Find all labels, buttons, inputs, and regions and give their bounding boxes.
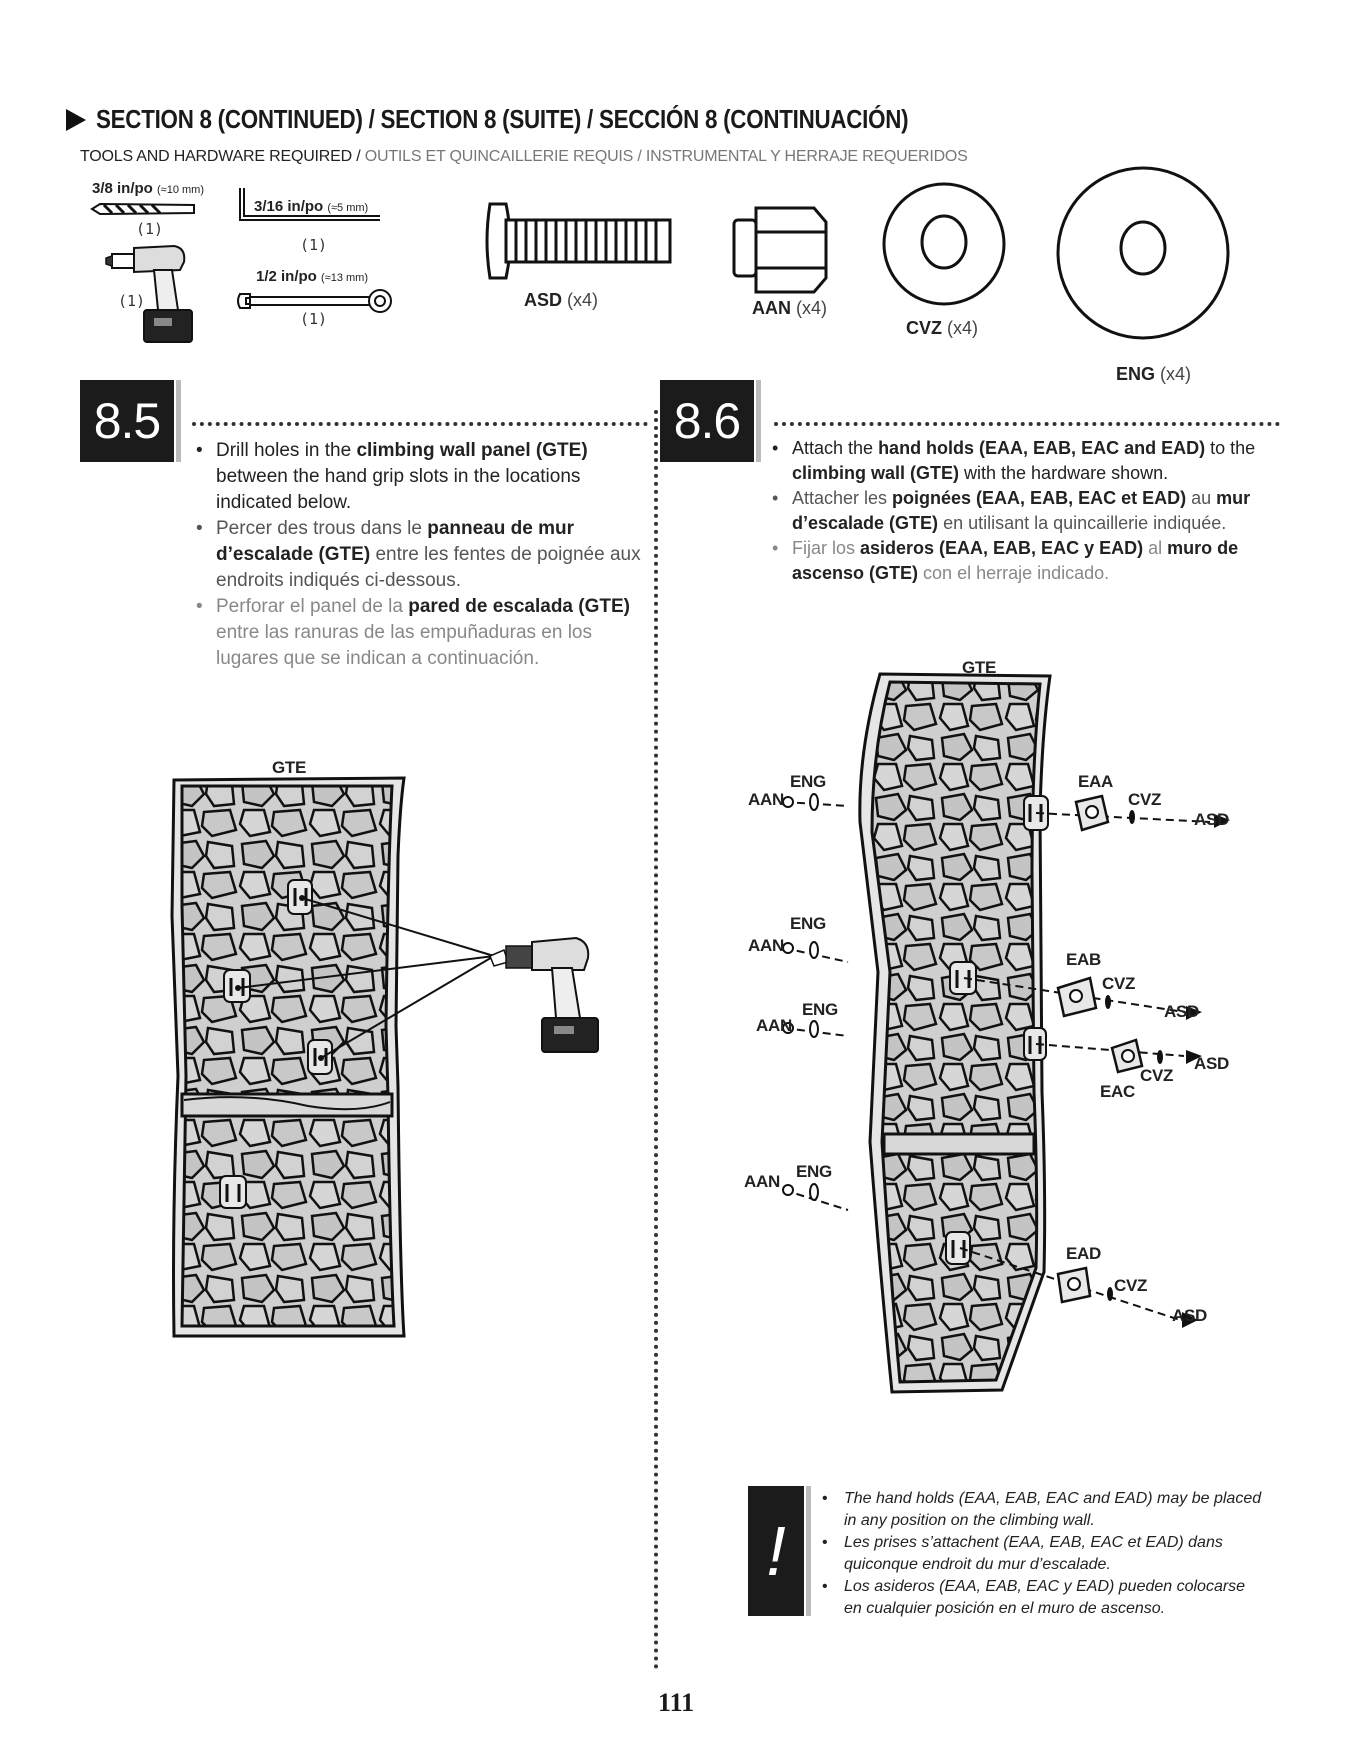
subtitle-fr: OUTILS ET QUINCAILLERIE REQUIS / (360, 148, 641, 165)
cvz-label-1: CVZ (1128, 790, 1161, 810)
aan-label: AAN (x4) (752, 298, 827, 319)
asd-label-2: ASD (1164, 1002, 1199, 1022)
triangle-icon (66, 109, 86, 131)
step-8-6-divider (774, 422, 1280, 426)
asd-label-3: ASD (1194, 1054, 1229, 1074)
wrench-size: 1/2 in/po (≈13 mm) (256, 268, 368, 285)
ead-label: EAD (1066, 1244, 1101, 1264)
step-8-5-instructions: Drill holes in the climbing wall panel (… (196, 438, 652, 672)
bolt-asd-icon (484, 198, 674, 284)
asd-label: ASD (x4) (524, 290, 598, 311)
gte-label-85: GTE (272, 758, 306, 778)
eng-label-4: ENG (796, 1162, 832, 1182)
washer-cvz-icon (880, 180, 1008, 308)
page-number: 111 (658, 1688, 694, 1718)
eab-label: EAB (1066, 950, 1101, 970)
cvz-label: CVZ (x4) (906, 318, 978, 339)
column-divider (654, 410, 658, 1670)
note-list: The hand holds (EAA, EAB, EAC and EAD) m… (822, 1488, 1262, 1620)
eaa-label: EAA (1078, 772, 1113, 792)
step-8-6-en: Attach the hand holds (EAA, EAB, EAC and… (772, 436, 1272, 486)
step-8-5-divider (192, 422, 648, 426)
aan-label-1: AAN (748, 790, 784, 810)
note-en: The hand holds (EAA, EAB, EAC and EAD) m… (822, 1488, 1262, 1532)
step-8-5-en: Drill holes in the climbing wall panel (… (196, 438, 652, 516)
drill-qty: (1) (118, 292, 145, 310)
eng-label: ENG (x4) (1116, 364, 1191, 385)
step-8-5-fr: Percer des trous dans le panneau de mur … (196, 516, 652, 594)
drill-bit-qty: (1) (136, 220, 163, 238)
wrench-qty: (1) (300, 310, 327, 328)
eng-label-2: ENG (790, 914, 826, 934)
section-title-row: SECTION 8 (CONTINUED) / SECTION 8 (SUITE… (66, 104, 1041, 135)
subtitle-en: TOOLS AND HARDWARE REQUIRED / (80, 148, 360, 165)
aan-label-4: AAN (744, 1172, 780, 1192)
note-fr: Les prises s’attachent (EAA, EAB, EAC et… (822, 1532, 1262, 1576)
step-8-6-fr: Attacher les poignées (EAA, EAB, EAC et … (772, 486, 1272, 536)
step-8-6-badge: 8.6 (660, 380, 754, 462)
eng-label-3: ENG (802, 1000, 838, 1020)
note-es: Los asideros (EAA, EAB, EAC y EAD) puede… (822, 1576, 1262, 1620)
aan-label-3: AAN (756, 1016, 792, 1036)
warning-icon: ! (748, 1486, 804, 1616)
nut-aan-icon (730, 202, 830, 298)
cvz-label-2: CVZ (1102, 974, 1135, 994)
step-8-5-es: Perforar el panel de la pared de escalad… (196, 594, 652, 672)
drill-bit-icon (90, 202, 198, 216)
asd-label-4: ASD (1172, 1306, 1207, 1326)
eng-label-1: ENG (790, 772, 826, 792)
hex-key-qty: (1) (300, 236, 327, 254)
cvz-label-4: CVZ (1114, 1276, 1147, 1296)
climbing-wall-panel-drill-diagram (168, 776, 628, 1346)
asd-label-1: ASD (1194, 810, 1229, 830)
drill-bit-size: 3/8 in/po (≈10 mm) (92, 180, 204, 197)
step-8-5-badge: 8.5 (80, 380, 174, 462)
aan-label-2: AAN (748, 936, 784, 956)
step-8-6-instructions: Attach the hand holds (EAA, EAB, EAC and… (772, 436, 1272, 586)
eac-label: EAC (1100, 1082, 1135, 1102)
subtitle-es: INSTRUMENTAL Y HERRAJE REQUERIDOS (642, 148, 968, 165)
cvz-label-3: CVZ (1140, 1066, 1173, 1086)
washer-eng-icon (1054, 164, 1232, 342)
section-title: SECTION 8 (CONTINUED) / SECTION 8 (SUITE… (96, 104, 908, 135)
tools-subtitle: TOOLS AND HARDWARE REQUIRED / OUTILS ET … (80, 148, 968, 166)
hex-key-size: 3/16 in/po (≈5 mm) (254, 198, 368, 215)
step-8-6-es: Fijar los asideros (EAA, EAB, EAC y EAD)… (772, 536, 1272, 586)
